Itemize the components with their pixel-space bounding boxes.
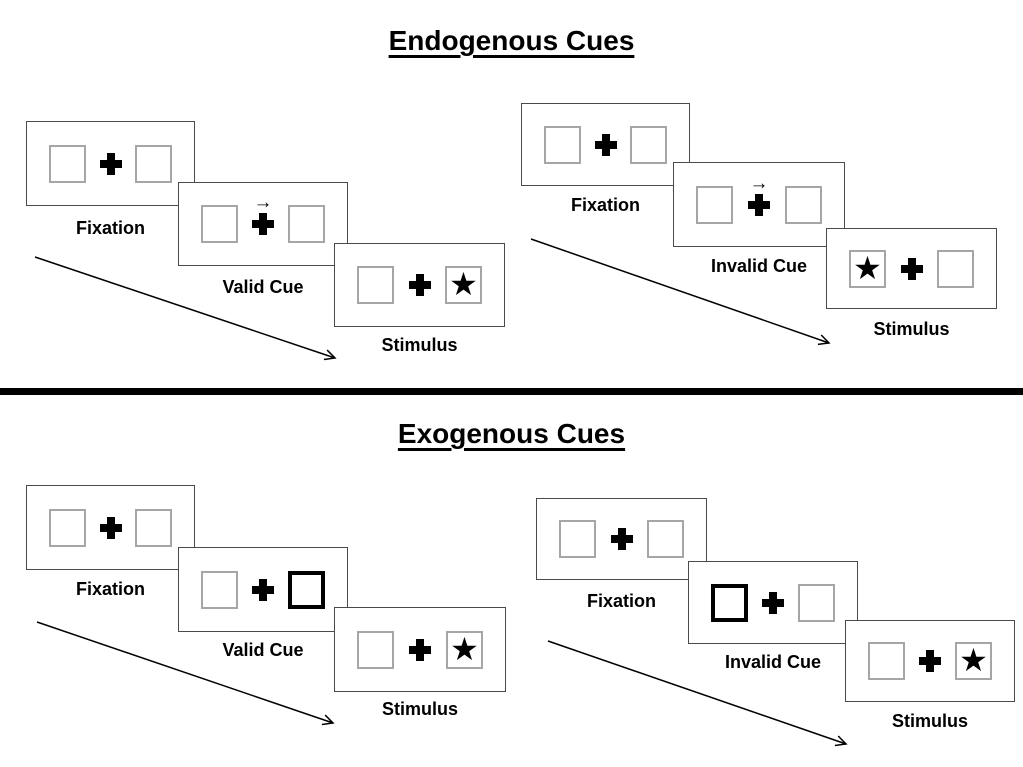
star-stimulus-icon: ★: [853, 249, 882, 286]
right-box: [288, 205, 325, 243]
right-box: [647, 520, 684, 558]
fixation-cross-icon: [408, 274, 431, 296]
exo-invalid-stimulus-panel: ★: [845, 620, 1015, 702]
right-box: [135, 508, 172, 547]
endo-valid-fixation-panel: [26, 121, 195, 206]
fixation-cross-icon: [409, 638, 431, 661]
right-box: [798, 583, 835, 622]
right-box: [135, 144, 172, 183]
fixation-cross-icon: [99, 152, 122, 175]
step-label-stimulus: Stimulus: [891, 711, 968, 731]
left-box: [868, 642, 905, 680]
right-box: ★: [446, 630, 483, 669]
star-stimulus-icon: ★: [450, 630, 479, 667]
fixation-cross-icon: [594, 133, 617, 156]
time-arrow-endogenous-valid: [34, 256, 337, 361]
fixation-cross-icon: [252, 578, 274, 601]
time-arrow-exogenous-valid: [36, 621, 335, 726]
star-stimulus-icon: ★: [959, 642, 988, 678]
exogenous-section-title: Exogenous Cues: [0, 417, 1023, 451]
exo-valid-cue-panel: [178, 547, 348, 632]
left-box: ★: [849, 249, 886, 288]
step-label-valid-cue: Valid Cue: [222, 640, 304, 660]
fixation-cross-icon: [99, 516, 122, 539]
endogenous-section-title: Endogenous Cues: [0, 24, 1023, 58]
step-label-fixation: Fixation: [75, 579, 145, 599]
right-box: ★: [445, 266, 482, 304]
left-box: [49, 508, 86, 547]
left-box: [357, 630, 394, 669]
left-box-highlighted: [711, 583, 748, 622]
step-label-stimulus: Stimulus: [381, 335, 458, 355]
step-label-fixation: Fixation: [75, 218, 145, 238]
left-box: [49, 144, 86, 183]
time-arrow-endogenous-invalid: [530, 238, 831, 346]
endo-invalid-stimulus-panel: ★: [826, 228, 997, 309]
right-box: [785, 185, 822, 224]
exo-valid-fixation-panel: [26, 485, 195, 570]
fixation-cross-icon: [762, 591, 784, 614]
fixation-cross-icon: [919, 650, 941, 672]
step-label-invalid-cue: Invalid Cue: [710, 256, 808, 276]
right-arrow-cue-icon: →: [749, 172, 769, 194]
exogenous-title-text: Exogenous Cues: [397, 418, 626, 449]
left-box: [201, 570, 238, 609]
right-box-highlighted: [288, 570, 325, 609]
step-label-stimulus: Stimulus: [873, 319, 950, 339]
step-label-valid-cue: Valid Cue: [222, 277, 304, 297]
step-label-fixation: Fixation: [570, 195, 640, 215]
endo-invalid-cue-panel: →: [673, 162, 845, 247]
section-divider: [0, 388, 1023, 395]
endo-valid-stimulus-panel: ★: [334, 243, 505, 327]
step-label-fixation: Fixation: [586, 591, 656, 611]
left-box: [544, 125, 581, 164]
endogenous-title-text: Endogenous Cues: [388, 25, 635, 56]
right-box: [630, 125, 667, 164]
exo-valid-stimulus-panel: ★: [334, 607, 506, 692]
star-stimulus-icon: ★: [449, 266, 478, 302]
left-box: [559, 520, 596, 558]
right-arrow-cue-icon: →: [253, 192, 273, 213]
left-box: [696, 185, 733, 224]
left-box: [201, 205, 238, 243]
left-box: [357, 266, 394, 304]
endo-invalid-fixation-panel: [521, 103, 690, 186]
right-box: ★: [955, 642, 992, 680]
cue-cross-group: →: [252, 193, 274, 235]
exo-invalid-cue-panel: [688, 561, 858, 644]
cue-cross-group: →: [748, 174, 770, 216]
step-label-stimulus: Stimulus: [381, 699, 458, 719]
exo-invalid-fixation-panel: [536, 498, 707, 580]
endo-valid-cue-panel: →: [178, 182, 348, 266]
step-label-invalid-cue: Invalid Cue: [724, 652, 822, 672]
fixation-cross-icon: [610, 528, 633, 550]
right-box: [937, 249, 974, 288]
fixation-cross-icon: [900, 257, 923, 280]
